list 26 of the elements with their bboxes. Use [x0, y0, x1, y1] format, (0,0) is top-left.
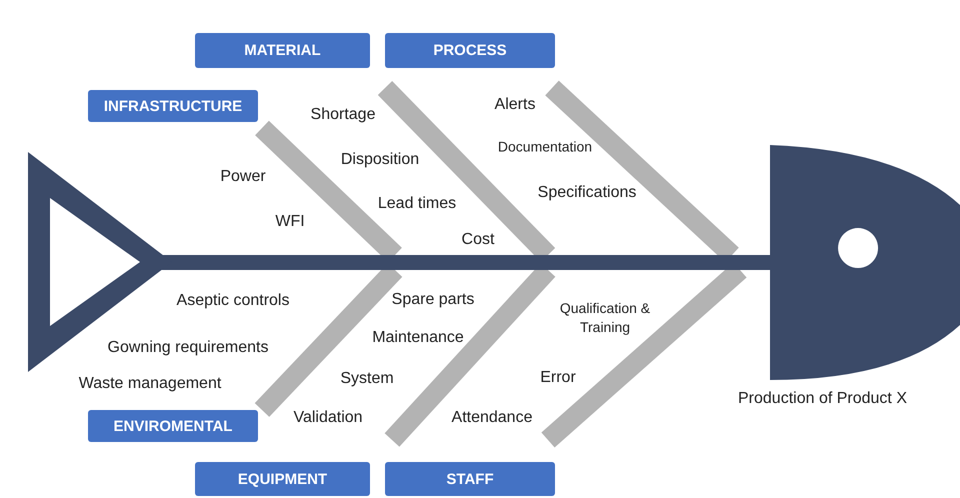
cause-label: Gowning requirements — [108, 338, 268, 358]
cause-label: Cost — [462, 230, 494, 250]
cause-label: Shortage — [310, 105, 376, 126]
cause-label: Lead times — [378, 194, 456, 214]
cause-label: Specifications — [538, 183, 636, 204]
category-tag: MATERIAL — [195, 33, 370, 68]
cause-label: Alerts — [494, 95, 536, 116]
cause-label: Maintenance — [372, 328, 464, 348]
category-tag: ENVIROMENTAL — [88, 410, 258, 442]
cause-label: Error — [540, 368, 576, 388]
cause-label: Aseptic controls — [176, 291, 290, 312]
cause-label: Spare parts — [392, 290, 474, 310]
cause-label: Attendance — [452, 408, 532, 428]
outcome-label: Production of Product X — [738, 390, 907, 408]
category-tag: PROCESS — [385, 33, 555, 68]
cause-label: Validation — [293, 408, 363, 428]
cause-label: Documentation — [496, 138, 594, 156]
cause-label: Disposition — [340, 150, 420, 170]
category-tag: STAFF — [385, 462, 555, 496]
cause-label: Power — [220, 167, 266, 188]
cause-label: WFI — [275, 212, 305, 232]
cause-label: Waste management — [78, 374, 222, 394]
cause-label: Qualification & Training — [558, 299, 652, 337]
cause-label: System — [340, 369, 394, 390]
category-tag: INFRASTRUCTURE — [88, 90, 258, 122]
category-tag: EQUIPMENT — [195, 462, 370, 496]
